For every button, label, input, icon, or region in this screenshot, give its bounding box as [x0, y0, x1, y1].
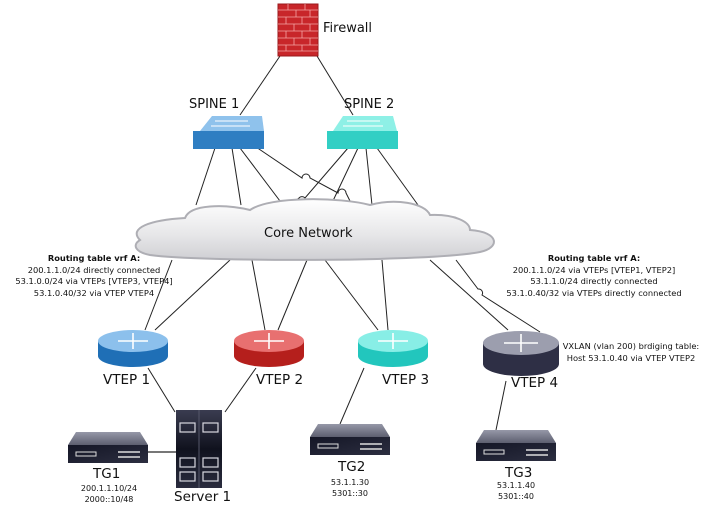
vtep4-label: VTEP 4	[511, 375, 559, 391]
link-vtep4-tg3	[495, 380, 507, 431]
vtep3-router-icon[interactable]	[358, 330, 428, 367]
link-core-vtep3	[324, 259, 379, 331]
link-core-vtep1	[144, 259, 173, 331]
tg2-addresses: 53.1.1.30 5301::30	[320, 477, 380, 499]
link-vtep1-server1	[147, 367, 176, 413]
link-core-vtep1	[154, 259, 231, 331]
tg2-ipv4: 53.1.1.30	[330, 478, 370, 487]
tg1-device-icon[interactable]	[68, 432, 148, 463]
tg3-addresses: 53.1.1.40 5301::40	[486, 480, 546, 502]
bridging-table: VXLAN (vlan 200) brdiging table: Host 53…	[561, 341, 701, 364]
link-spine1-core	[195, 147, 216, 206]
right-routing-title: Routing table vrf A:	[547, 253, 641, 263]
link-spine2-core-cross	[287, 147, 349, 208]
firewall-label: Firewall	[323, 21, 373, 36]
core-network-cloud[interactable]	[134, 198, 495, 261]
vtep4-router-icon[interactable]	[483, 331, 559, 376]
left-routing-line: 200.1.1.0/24 directly connected	[27, 264, 161, 275]
vtep2-label: VTEP 2	[256, 372, 304, 388]
link-firewall-spine1	[239, 55, 281, 116]
link-core-vtep4	[429, 259, 509, 331]
firewall-icon[interactable]	[277, 3, 319, 57]
right-routing-line: 200.1.1.0/24 via VTEPs [VTEP1, VTEP2]	[512, 264, 676, 275]
tg2-device-icon[interactable]	[310, 424, 390, 455]
link-core-vtep2	[251, 259, 266, 331]
left-routing-line: 53.1.0.0/24 via VTEPs [VTEP3, VTEP4]	[15, 276, 173, 286]
link-vtep2-server1	[224, 367, 257, 413]
link-core-vtep3	[381, 259, 389, 331]
tg1-ipv4: 200.1.1.10/24	[80, 484, 138, 493]
link-spine1-core	[239, 147, 284, 206]
vtep1-router-icon[interactable]	[98, 330, 168, 367]
link-spine1-core-cross	[255, 146, 353, 206]
link-spine1-core	[231, 147, 242, 206]
link-core-vtep4-cross	[455, 259, 541, 333]
tg1-ipv6: 2000::10/48	[84, 495, 134, 504]
link-spine2-core	[330, 147, 359, 206]
vtep3-label: VTEP 3	[382, 372, 430, 388]
left-routing-line: 53.1.0.40/32 via VTEP VTEP4	[33, 287, 155, 298]
vtep1-label: VTEP 1	[103, 372, 151, 388]
server1-icon[interactable]	[176, 410, 222, 488]
tg3-ipv4: 53.1.1.40	[496, 481, 536, 490]
link-core-vtep2	[277, 259, 308, 331]
spine2-switch-icon[interactable]	[327, 116, 398, 149]
spine1-switch-icon[interactable]	[193, 116, 264, 149]
tg3-label: TG3	[505, 465, 533, 481]
link-spine2-core	[365, 147, 373, 206]
spine2-label: SPINE 2	[344, 97, 395, 112]
bridging-line: Host 53.1.0.40 via VTEP VTEP2	[566, 352, 696, 363]
right-routing-table: Routing table vrf A: 200.1.1.0/24 via VT…	[494, 253, 694, 299]
tg3-device-icon[interactable]	[476, 430, 556, 461]
links	[144, 55, 541, 431]
tg2-ipv6: 5301::30	[332, 489, 368, 498]
link-spine2-core	[376, 147, 419, 206]
left-routing-table: Routing table vrf A: 200.1.1.0/24 direct…	[4, 253, 184, 299]
tg3-ipv6: 5301::40	[498, 492, 534, 501]
right-routing-line: 53.1.0.40/32 via VTEPs directly connecte…	[506, 287, 682, 298]
link-firewall-spine2	[316, 55, 354, 116]
right-routing-line: 53.1.1.0/24 directly connected	[530, 276, 658, 286]
left-routing-title: Routing table vrf A:	[47, 253, 141, 263]
tg1-label: TG1	[93, 466, 121, 482]
server1-label: Server 1	[174, 489, 232, 505]
spine1-label: SPINE 1	[189, 97, 240, 112]
core-network-label: Core Network	[264, 226, 353, 241]
bridging-line: VXLAN (vlan 200) brdiging table:	[562, 341, 700, 351]
tg1-addresses: 200.1.1.10/24 2000::10/48	[70, 483, 148, 505]
vtep2-router-icon[interactable]	[234, 330, 304, 367]
tg2-label: TG2	[338, 459, 366, 475]
link-vtep3-tg2	[339, 367, 365, 425]
